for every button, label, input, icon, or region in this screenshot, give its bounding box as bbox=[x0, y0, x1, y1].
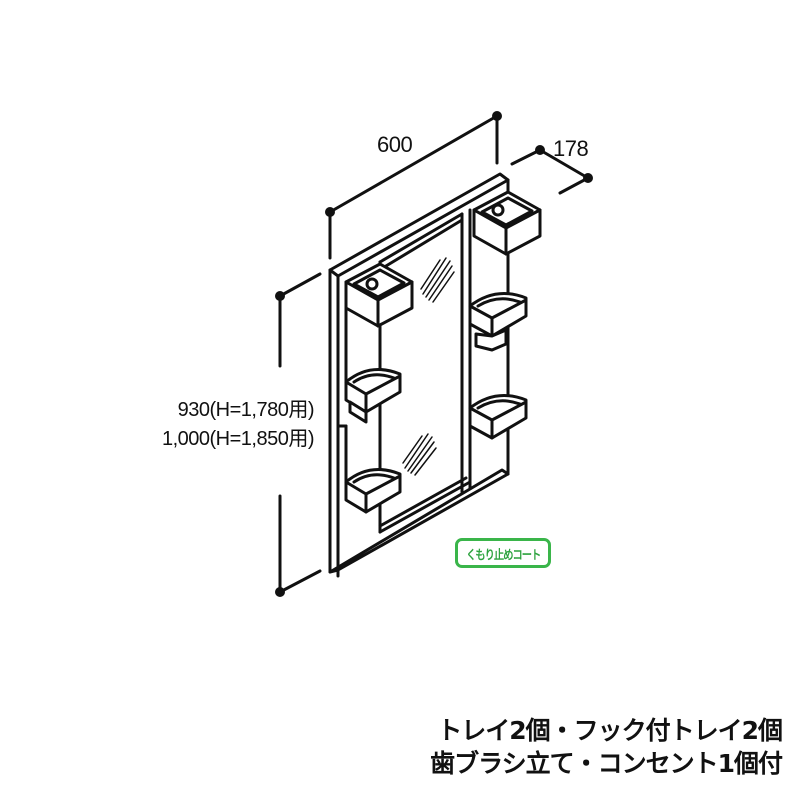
toothbrush-holder-right bbox=[472, 190, 542, 256]
height-dimension-label: 930(H=1,780用) 1,000(H=1,850用) bbox=[161, 396, 315, 454]
tray-left-upper bbox=[344, 368, 402, 424]
left-column-details bbox=[336, 306, 348, 484]
tray-left-lower bbox=[344, 468, 402, 514]
toothbrush-holder-left bbox=[344, 262, 414, 328]
depth-dimension-label: 178 bbox=[553, 136, 589, 161]
caption-line-trays: トレイ2個・フック付トレイ2個 bbox=[437, 716, 783, 745]
anti-fog-coating-label: くもり止めコート bbox=[465, 546, 541, 562]
height-dimension-line bbox=[275, 272, 322, 597]
width-dimension-line bbox=[325, 111, 502, 260]
feature-caption: トレイ2個・フック付トレイ2個 歯ブラシ立て・コンセント1個付 bbox=[430, 714, 783, 780]
hook-tray-right-upper bbox=[468, 292, 528, 352]
height-line-1850: 1,000(H=1,850用) bbox=[161, 428, 315, 450]
caption-line-accessories: 歯ブラシ立て・コンセント1個付 bbox=[430, 749, 783, 778]
hook-tray-right-lower bbox=[468, 394, 528, 440]
mirror-reflection-hatch-top bbox=[420, 257, 455, 303]
depth-dimension-line bbox=[510, 145, 593, 195]
anti-fog-coating-badge: くもり止めコート bbox=[455, 538, 551, 568]
width-dimension-label: 600 bbox=[377, 132, 413, 157]
height-line-1780: 930(H=1,780用) bbox=[177, 399, 315, 421]
mirror-reflection-hatch-bottom bbox=[402, 433, 437, 476]
